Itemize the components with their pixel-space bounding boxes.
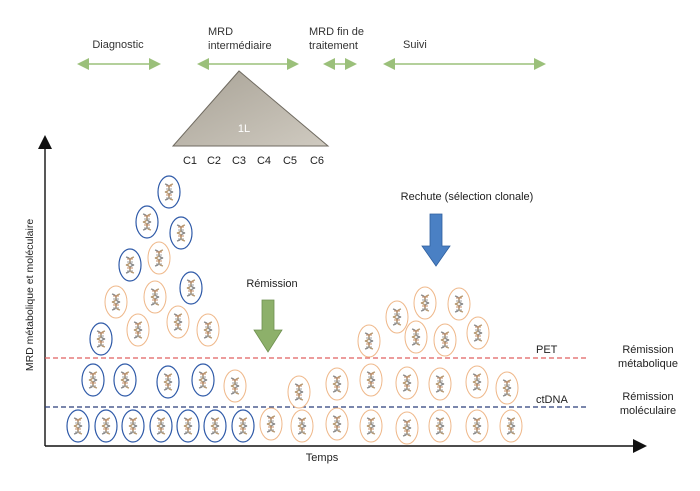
pet-threshold-label: PET	[536, 344, 558, 356]
treatment-triangle	[171, 70, 330, 147]
remission-arrow	[253, 299, 283, 353]
phase-mrd-mid-label-line1: MRD	[208, 26, 233, 38]
dna-cell-icon	[121, 409, 145, 443]
ctdna-threshold-label: ctDNA	[536, 394, 568, 406]
y-axis-label: MRD métabolique et moléculaire	[24, 219, 36, 371]
metabolic-remission-label-line1: Rémission	[622, 344, 673, 356]
dna-cell-icon	[89, 322, 113, 356]
phase-followup-label: Suivi	[403, 39, 427, 51]
dna-cell-icon	[413, 286, 437, 320]
cycle-labels: C1 C2 C3 C4 C5 C6	[183, 155, 324, 167]
dna-cell-icon	[143, 280, 167, 314]
dna-cell-icon	[94, 409, 118, 443]
dna-cell-icon	[259, 407, 283, 441]
metabolic-remission-label-line2: métabolique	[618, 358, 678, 370]
dna-cell-icon	[157, 175, 181, 209]
dna-cell-icon	[147, 241, 171, 275]
relapse-label: Rechute (sélection clonale)	[401, 191, 534, 203]
dna-cell-icon	[156, 365, 180, 399]
dna-cell-icon	[385, 300, 409, 334]
cycle-label: C2	[207, 155, 221, 167]
dna-cell-icon	[325, 407, 349, 441]
x-axis-label: Temps	[306, 452, 339, 464]
dna-cell-icon	[359, 363, 383, 397]
dna-cell-icon	[196, 313, 220, 347]
dna-cell-icon	[499, 409, 523, 443]
dna-cell-icon	[223, 369, 247, 403]
dna-cell-icon	[395, 411, 419, 445]
dna-cell-icon	[357, 324, 381, 358]
dna-cell-icon	[81, 363, 105, 397]
dna-cell-icon	[287, 375, 311, 409]
phase-diagnostic-label: Diagnostic	[92, 39, 144, 51]
dna-cell-icon	[428, 367, 452, 401]
dna-cell-icon	[166, 305, 190, 339]
dna-cell-icon	[466, 316, 490, 350]
dna-cell-icon	[231, 409, 255, 443]
dna-cell-icon	[465, 365, 489, 399]
molecular-remission-label-line1: Rémission	[622, 391, 673, 403]
dna-cell-icon	[495, 371, 519, 405]
dna-cell-icon	[118, 248, 142, 282]
dna-cell-icon	[179, 271, 203, 305]
dna-cell-icon	[66, 409, 90, 443]
phase-mrd-mid-label-line2: intermédiaire	[208, 40, 272, 52]
dna-cell-icon	[325, 367, 349, 401]
dna-cell-icon	[104, 285, 128, 319]
dna-cell-icon	[428, 409, 452, 443]
dna-cell-icon	[290, 409, 314, 443]
dna-cell-icon	[465, 409, 489, 443]
dna-cell-icon	[176, 409, 200, 443]
dna-cell-icon	[395, 366, 419, 400]
cycle-label: C6	[310, 155, 324, 167]
phase-mrd-end-label-line2: traitement	[309, 40, 358, 52]
cycle-label: C3	[232, 155, 246, 167]
relapse-arrow	[421, 213, 451, 267]
dna-cell-icon	[203, 409, 227, 443]
cycle-label: C1	[183, 155, 197, 167]
cell-population	[66, 175, 523, 445]
dna-cell-icon	[126, 313, 150, 347]
cycle-label: C4	[257, 155, 271, 167]
cycle-label: C5	[283, 155, 297, 167]
dna-cell-icon	[113, 363, 137, 397]
treatment-line-label: 1L	[238, 123, 250, 135]
dna-cell-icon	[149, 409, 173, 443]
phase-mrd-end-label-line1: MRD fin de	[309, 26, 364, 38]
dna-cell-icon	[135, 205, 159, 239]
dna-cell-icon	[169, 216, 193, 250]
remission-label: Rémission	[246, 278, 297, 290]
dna-cell-icon	[404, 320, 428, 354]
dna-cell-icon	[447, 287, 471, 321]
molecular-remission-label-line2: moléculaire	[620, 405, 676, 417]
dna-cell-icon	[359, 409, 383, 443]
dna-cell-icon	[191, 363, 215, 397]
dna-cell-icon	[433, 323, 457, 357]
